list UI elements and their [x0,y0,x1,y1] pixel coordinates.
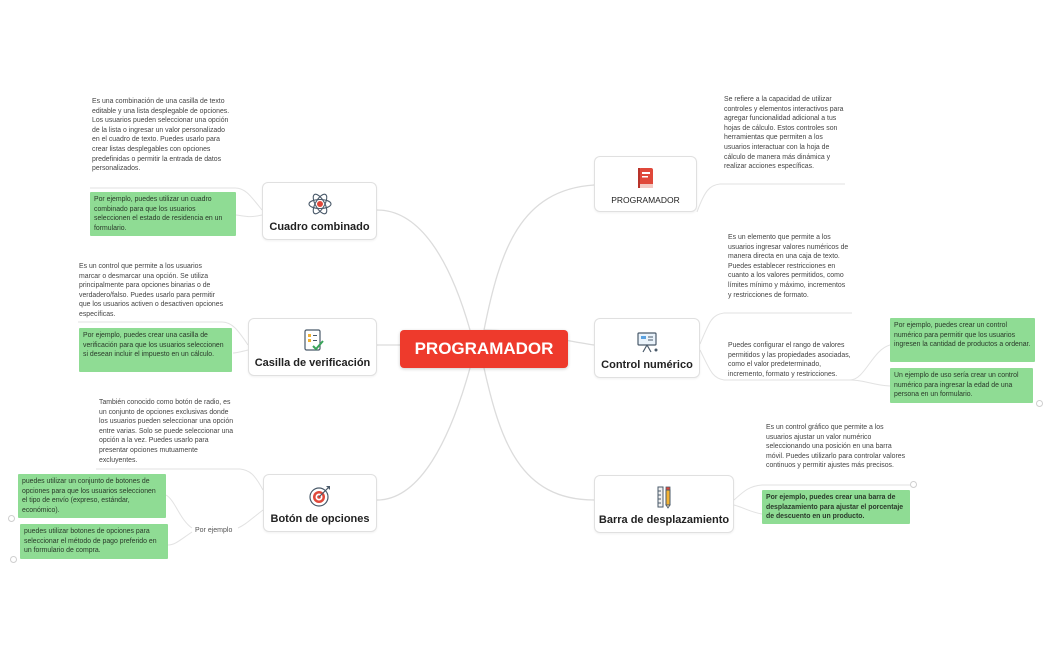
central-topic[interactable]: PROGRAMADOR [400,330,568,368]
node-cuadro-combinado-label: Cuadro combinado [269,221,370,233]
node-barra-desplazamiento[interactable]: Barra de desplazamiento [594,475,734,533]
control-numerico-description: Es un elemento que permite a los usuario… [728,234,849,299]
checklist-icon [303,329,324,351]
node-boton-opciones-label: Botón de opciones [270,513,370,525]
node-casilla-verificacion[interactable]: Casilla de verificación [248,318,377,376]
node-programador-label: PROGRAMADOR [611,195,680,205]
collapse-dot[interactable] [8,515,15,522]
node-boton-opciones[interactable]: Botón de opciones [263,474,377,532]
barra-description: Es un control gráfico que permite a los … [766,424,906,470]
control-numerico-example-1: Por ejemplo, puedes crear un control num… [890,318,1035,362]
collapse-dot[interactable] [1036,400,1043,407]
cuadro-combinado-example: Por ejemplo, puedes utilizar un cuadro c… [90,192,236,236]
central-topic-label: PROGRAMADOR [414,339,554,358]
book-icon [637,168,653,188]
ruler-pencil-icon [657,486,671,509]
atom-icon [307,193,332,215]
node-control-numerico-label: Control numérico [601,359,693,371]
collapse-dot[interactable] [910,481,917,488]
boton-example-1: puedes utilizar un conjunto de botones d… [18,474,166,518]
control-numerico-example-2: Un ejemplo de uso sería crear un control… [890,368,1033,403]
collapse-dot[interactable] [10,556,17,563]
presentation-icon [637,332,658,353]
casilla-description: Es un control que permite a los usuarios… [79,263,224,318]
boton-description: También conocido como botón de radio, es… [99,399,234,464]
casilla-example: Por ejemplo, puedes crear una casilla de… [79,328,232,372]
por-ejemplo-label: Por ejemplo [195,527,233,534]
node-casilla-verificacion-label: Casilla de verificación [254,357,371,369]
node-control-numerico[interactable]: Control numérico [594,318,700,378]
node-cuadro-combinado[interactable]: Cuadro combinado [262,182,377,240]
cuadro-combinado-description: Es una combinación de una casilla de tex… [92,98,230,173]
barra-example: Por ejemplo, puedes crear una barra de d… [762,490,910,524]
target-icon [309,486,330,507]
node-programador[interactable]: PROGRAMADOR [594,156,697,212]
node-barra-desplazamiento-label: Barra de desplazamiento [598,514,730,526]
programador-description: Se refiere a la capacidad de utilizar co… [724,96,844,171]
boton-example-2: puedes utilizar botones de opciones para… [20,524,168,559]
control-numerico-description-2: Puedes configurar el rango de valores pe… [728,342,851,378]
